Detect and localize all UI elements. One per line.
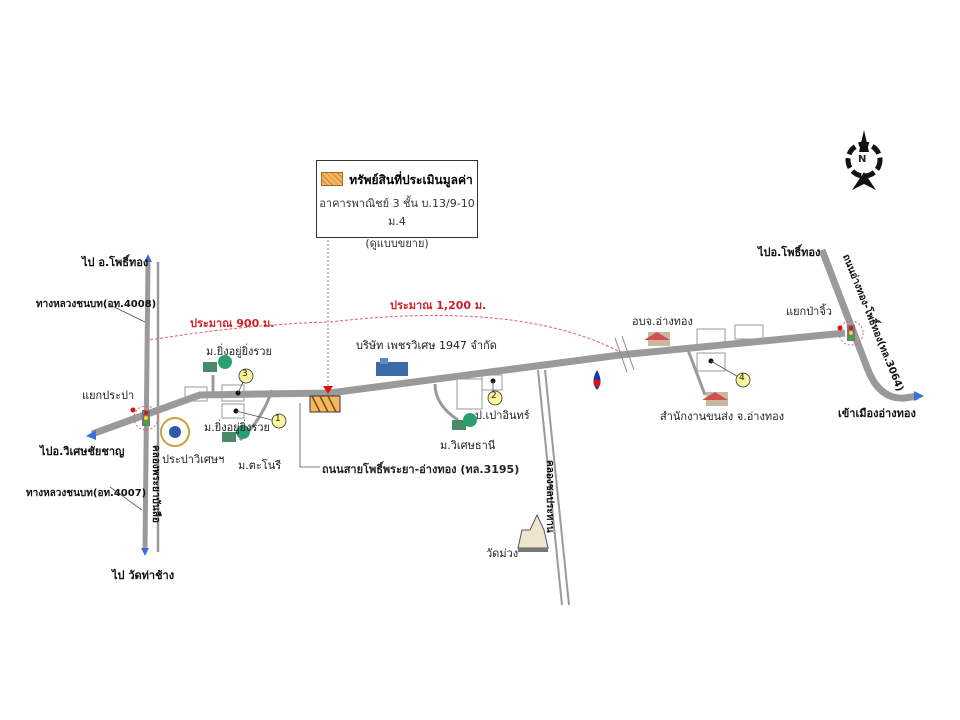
bridge-mark <box>621 335 635 371</box>
marker-3-label: 3 <box>242 369 248 379</box>
arrow-right-icon <box>914 391 924 401</box>
marker-3 <box>238 368 254 384</box>
compass-north-icon <box>845 130 883 190</box>
legend-title: ทรัพย์สินที่ประเมินมูลค่า <box>349 173 473 187</box>
place-prapa: ประปาวิเศษฯ <box>162 453 225 466</box>
marker-2 <box>487 390 503 406</box>
arrow-up-icon <box>144 254 152 262</box>
arrow-left-icon <box>86 430 96 440</box>
traffic-light-right-icon <box>837 320 864 346</box>
dir-to-photong-right: ไปอ.โพธิ์ทอง <box>758 246 821 259</box>
village-icon <box>452 413 477 430</box>
intersection-right-label: แยกป่าจิ้ว <box>786 305 832 318</box>
road-4008-label: ทางหลวงชนบท(อท.4008) <box>36 299 157 310</box>
distance-left: ประมาณ 900 ม. <box>190 317 275 330</box>
factory-icon <box>376 358 408 376</box>
place-obj: อบจ.อ่างทอง <box>632 315 693 328</box>
main-road-label: ถนนสายโพธิ์พระยา-อ่างทอง (ทล.3195) <box>322 463 520 476</box>
lot <box>481 374 503 391</box>
dir-to-angthong-city: เข้าเมืองอ่างทอง <box>838 407 916 420</box>
canal-mid-label: คลองชลประทาน <box>544 460 555 533</box>
legend-line1: อาคารพาณิชย์ 3 ชั้น บ.13/9-10 ม.4 <box>319 197 475 228</box>
lot <box>696 328 726 346</box>
marker-4-label: 4 <box>739 373 745 383</box>
road-4007-label: ทางหลวงชนบท(อท.4007) <box>26 488 147 499</box>
right-road <box>818 248 919 402</box>
legend-line2: (ดูแบบขยาย) <box>365 237 429 250</box>
place-moo-ying-bottom: ม.ยิ่งอยู่ยิ่งรวย <box>204 421 270 434</box>
place-company: บริษัท เพชรวิเศษ 1947 จำกัด <box>356 339 497 352</box>
place-moo-wisettani: ม.วิเศษธานี <box>440 439 496 452</box>
marker-4 <box>735 372 751 388</box>
ptt-station-icon <box>593 370 601 390</box>
road-4008-4007 <box>142 259 151 551</box>
subject-swatch-icon <box>321 172 344 186</box>
lot <box>221 403 245 419</box>
place-moo-tanori: ม.ตะโนรี <box>238 459 282 472</box>
dir-to-photong-left: ไป อ.โพธิ์ทอง <box>82 256 149 269</box>
main-road <box>90 329 846 438</box>
main-road-leader <box>299 403 320 468</box>
leader-4008 <box>109 304 146 323</box>
marker-2-label: 2 <box>491 391 497 401</box>
temple-icon <box>517 513 549 552</box>
lot <box>184 386 208 402</box>
marker-1-label: 1 <box>275 414 281 424</box>
distance-right: ประมาณ 1,200 ม. <box>390 299 487 312</box>
intersection-left-label: แยกประปา <box>82 389 135 402</box>
government-building-icon <box>644 332 670 346</box>
place-pao-inn: ป.เปาอินทร์ <box>475 409 530 422</box>
canal-left-label: คลองพระยาบันลือ <box>150 445 161 523</box>
bridge-mark <box>614 337 628 373</box>
lot <box>221 384 245 402</box>
marker-1 <box>271 413 287 429</box>
lot <box>696 352 726 372</box>
place-transport: สำนักงานขนส่ง จ.อ่างทอง <box>660 410 785 423</box>
pointer-arrow-icon <box>323 386 333 394</box>
legend-box: ทรัพย์สินที่ประเมินมูลค่า อาคารพาณิชย์ 3… <box>316 160 478 250</box>
village-icon <box>222 425 250 442</box>
arrow-down-icon <box>141 548 149 556</box>
place-wat-muang: วัดม่วง <box>486 547 519 560</box>
lot <box>456 378 483 410</box>
compass-label: N <box>858 154 867 165</box>
dir-to-wat-tha-chang: ไป วัดท่าช้าง <box>112 569 175 582</box>
traffic-light-left-icon <box>130 405 159 431</box>
distance-line-right <box>329 314 621 353</box>
side-road-wisettani <box>433 383 459 422</box>
village-icon <box>203 355 232 372</box>
lot <box>734 324 764 340</box>
distance-line-left <box>149 321 329 341</box>
canal-mid-b <box>544 369 570 606</box>
dir-to-wisetchaichan: ไปอ.วิเศษชัยชาญ <box>40 445 125 458</box>
canal-mid-a <box>537 369 563 606</box>
leader-4007 <box>109 486 143 511</box>
government-building-icon <box>702 392 728 406</box>
side-road-transport <box>686 349 707 396</box>
prapa-logo-icon <box>160 417 190 447</box>
place-moo-ying-top: ม.ยิ่งอยู่ยิ่งรวย <box>206 345 272 358</box>
